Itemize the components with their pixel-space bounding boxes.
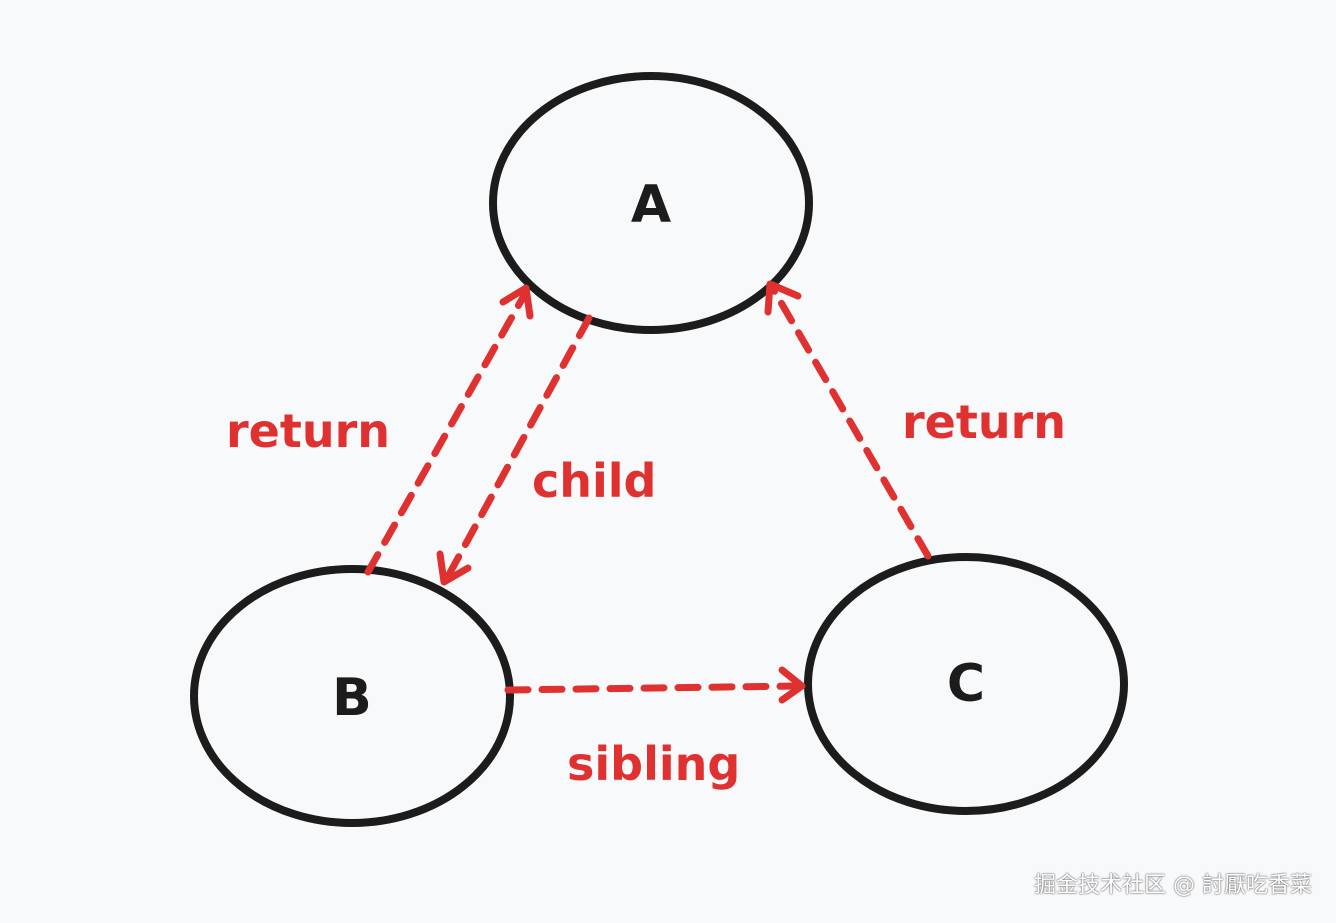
node-c-shape [804, 553, 1128, 815]
watermark: 掘金技术社区 @ 討厭吃香菜 [1034, 873, 1312, 898]
node-c: C [804, 553, 1128, 815]
node-a-label: A [631, 175, 671, 235]
node-b-label: B [332, 668, 372, 728]
edge-b-to-a-return: return [226, 284, 534, 576]
edge-b-to-a-line [364, 288, 530, 576]
edge-b-to-c-sibling: sibling [504, 666, 806, 791]
edge-c-to-a-line [768, 283, 932, 560]
edge-a-to-b-child: child [436, 314, 656, 586]
edge-c-to-a-label: return [902, 395, 1066, 449]
edge-b-to-c-arrowhead [778, 666, 806, 704]
edge-c-to-a-arrowhead [764, 280, 802, 316]
node-b-shape [190, 565, 514, 827]
edge-c-to-a-return: return [764, 280, 1066, 560]
node-a-shape [489, 72, 813, 334]
edge-a-to-b-label: child [532, 454, 656, 508]
node-a: A [489, 72, 813, 334]
edge-b-to-a-label: return [226, 404, 390, 458]
edge-b-to-c-label: sibling [567, 737, 740, 791]
edge-a-to-b-line [442, 314, 593, 584]
node-b: B [190, 565, 514, 827]
edge-b-to-a-arrowhead [499, 284, 534, 320]
edge-b-to-c-line [504, 682, 804, 694]
node-c-label: C [947, 654, 985, 714]
edge-a-to-b-arrowhead [436, 550, 472, 586]
